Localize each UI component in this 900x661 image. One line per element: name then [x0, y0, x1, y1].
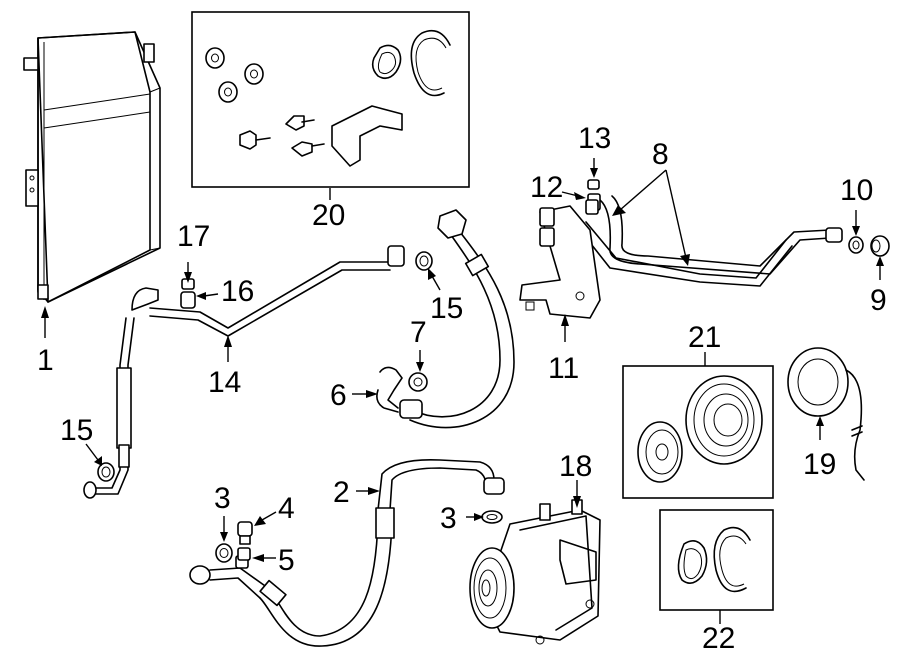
svg-text:15: 15 — [430, 292, 463, 325]
callout-2: 2 — [333, 476, 380, 509]
o-ring-15-lower[interactable] — [97, 462, 115, 482]
seal-kit[interactable] — [677, 526, 751, 593]
svg-text:11: 11 — [548, 352, 579, 385]
o-ring-10[interactable] — [848, 236, 864, 254]
o-ring-3-upper[interactable] — [481, 510, 503, 524]
svg-text:22: 22 — [702, 622, 735, 655]
liquid-line[interactable] — [83, 245, 405, 499]
svg-text:13: 13 — [578, 122, 611, 155]
field-coil[interactable] — [787, 347, 865, 481]
svg-text:4: 4 — [278, 492, 295, 525]
svg-text:10: 10 — [840, 174, 873, 207]
hardware-kit[interactable] — [205, 29, 451, 167]
callout-14: 14 — [208, 335, 241, 399]
expansion-valve-bracket[interactable] — [519, 205, 601, 319]
svg-text:20: 20 — [312, 199, 345, 232]
hardware-kit-box — [191, 11, 470, 188]
svg-text:6: 6 — [330, 379, 347, 412]
svg-text:14: 14 — [208, 366, 241, 399]
service-valve-12[interactable] — [585, 199, 599, 215]
svg-text:17: 17 — [177, 220, 210, 253]
callout-3-left: 3 — [214, 482, 231, 542]
callout-15-lower: 15 — [60, 414, 102, 466]
svg-text:1: 1 — [37, 344, 54, 377]
callout-13: 13 — [578, 122, 611, 178]
svg-text:5: 5 — [278, 544, 295, 577]
clutch-kit-box — [622, 365, 774, 499]
callout-22: 22 — [702, 610, 735, 655]
callout-21: 21 — [688, 321, 721, 366]
condenser[interactable] — [23, 31, 161, 303]
pressure-switch-4[interactable] — [237, 521, 253, 545]
suction-hose[interactable] — [376, 209, 515, 429]
o-ring-15-upper[interactable] — [415, 251, 433, 271]
callout-15-upper: 15 — [428, 268, 463, 325]
callout-6: 6 — [330, 379, 378, 412]
seal-cap-9[interactable] — [870, 235, 890, 257]
svg-text:21: 21 — [688, 321, 721, 354]
o-ring-7[interactable] — [408, 372, 428, 392]
svg-text:7: 7 — [410, 316, 427, 349]
seal-kit-box — [659, 509, 774, 611]
callout-17: 17 — [177, 220, 210, 283]
callout-5: 5 — [252, 544, 295, 577]
svg-text:8: 8 — [652, 138, 669, 171]
svg-text:3: 3 — [440, 502, 457, 535]
svg-text:18: 18 — [559, 450, 592, 483]
callout-3-right: 3 — [440, 502, 484, 535]
ac-compressor[interactable] — [469, 499, 601, 645]
service-valve-5[interactable] — [237, 547, 251, 561]
svg-text:9: 9 — [870, 284, 887, 317]
callout-16: 16 — [196, 275, 254, 308]
svg-text:19: 19 — [803, 448, 836, 481]
callout-4: 4 — [254, 492, 295, 526]
callout-8: 8 — [612, 138, 690, 266]
svg-text:2: 2 — [333, 476, 350, 509]
o-ring-3-lower[interactable] — [215, 543, 233, 563]
svg-text:12: 12 — [530, 171, 563, 204]
callout-7: 7 — [410, 316, 427, 372]
clutch-kit[interactable] — [637, 375, 763, 483]
svg-text:15: 15 — [60, 414, 93, 447]
callout-20: 20 — [312, 188, 345, 232]
callout-18: 18 — [559, 450, 592, 508]
svg-text:16: 16 — [221, 275, 254, 308]
callout-9: 9 — [870, 256, 887, 317]
service-cap-13[interactable] — [587, 179, 600, 190]
service-valve-16[interactable] — [180, 291, 196, 309]
callout-12: 12 — [530, 171, 586, 204]
callout-1: 1 — [37, 306, 54, 377]
callout-10: 10 — [840, 174, 873, 236]
callout-11: 11 — [548, 314, 579, 385]
callout-19: 19 — [803, 416, 836, 481]
svg-text:3: 3 — [214, 482, 231, 515]
